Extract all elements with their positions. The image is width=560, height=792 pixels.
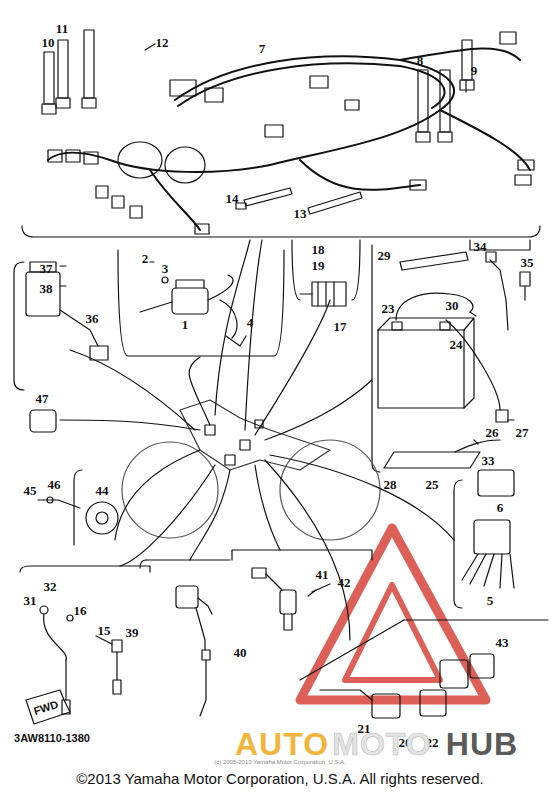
watermark: HUB [446,728,518,760]
callout-number: 35 [521,256,534,269]
watermark: MOTO [332,728,431,760]
callout-number: 38 [40,282,53,295]
callout-number: 4 [247,316,254,329]
callout-number: 46 [48,478,61,491]
callout-number: 18 [312,243,325,256]
callout-number: 32 [44,580,57,593]
callout-number: 30 [446,299,459,312]
callout-number: 19 [312,259,325,272]
callout-number: 41 [316,568,329,581]
callout-number: 43 [496,636,509,649]
callout-number: 44 [96,484,109,497]
callout-number: 5 [487,594,494,607]
callout-number: 47 [36,392,49,405]
callout-number: 42 [338,576,351,589]
direction-arrow-label: FWD [32,699,59,717]
callout-number: 2 [142,252,149,265]
callout-number: 36 [86,312,99,325]
callout-number: 13 [294,207,307,220]
callout-number: 12 [156,36,169,49]
callout-number: 33 [482,454,495,467]
callout-number: 23 [382,302,395,315]
callout-number: 28 [384,478,397,491]
callout-number: 15 [98,624,111,637]
callout-number: 29 [378,249,391,262]
callout-number: 26 [486,426,499,439]
callout-number: 8 [417,54,424,67]
callout-number: 17 [334,320,347,333]
callout-number: 31 [24,594,37,607]
callout-number: 24 [450,338,463,351]
watermark: AUTO [235,728,329,760]
callout-number: 34 [474,240,487,253]
callout-number: 39 [126,626,139,639]
callout-number: 40 [234,646,247,659]
callout-number: 6 [497,501,504,514]
callout-number: 25 [426,478,439,491]
copyright-caption: ©2013 Yamaha Motor Corporation, U.S.A. A… [0,770,560,787]
callout-number: 9 [471,64,478,77]
callout-number: 45 [24,484,37,497]
callout-number: 11 [56,22,68,35]
callout-number: 27 [516,426,529,439]
callout-number: 14 [226,192,239,205]
callout-number: 1 [182,318,189,331]
callout-number: 3 [162,262,169,275]
diagram-code: 3AW8110-1380 [14,733,90,744]
callout-number: 10 [42,36,55,49]
callout-number: 7 [259,42,266,55]
callout-number: 16 [74,604,87,617]
callout-number: 37 [40,262,53,275]
copyright-note: (c) 2005-2013 Yamaha Motor Corporation, … [214,759,346,765]
